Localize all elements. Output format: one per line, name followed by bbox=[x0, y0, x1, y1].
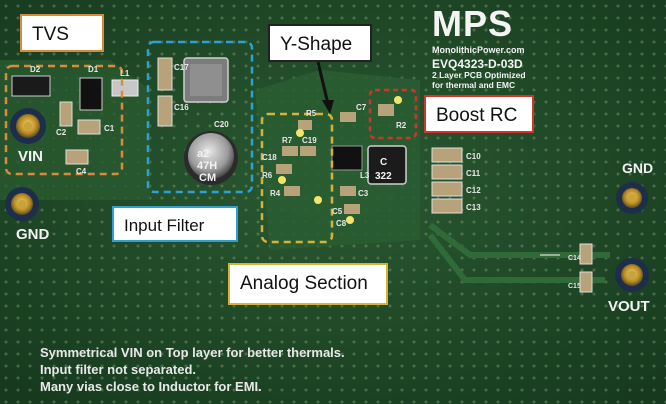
refdes-c4: C4 bbox=[76, 167, 87, 176]
refdes-c18: C18 bbox=[262, 153, 277, 162]
board-description-2: for thermal and EMC bbox=[432, 79, 516, 90]
cap-c14 bbox=[579, 243, 593, 265]
vout-terminal bbox=[615, 258, 649, 292]
cap-marking-2: 47H bbox=[197, 160, 218, 172]
notes: Symmetrical VIN on Top layer for better … bbox=[40, 344, 345, 395]
refdes-d1: D1 bbox=[88, 65, 99, 74]
resistor-r6 bbox=[276, 164, 292, 174]
vout-trace-1 bbox=[428, 222, 610, 258]
board-description-1: 2 Layer PCB Optimized bbox=[432, 70, 526, 80]
inductor-marking-2: 322 bbox=[375, 171, 392, 182]
cap-c16 bbox=[157, 95, 173, 127]
analog-section-callout: Analog Section bbox=[228, 263, 388, 305]
cap-c15 bbox=[579, 271, 593, 293]
inductor-input-top bbox=[190, 64, 222, 96]
note-line: Input filter not separated. bbox=[40, 362, 197, 377]
diode-d2 bbox=[11, 75, 51, 97]
cap-marking-1: a2 bbox=[197, 148, 210, 160]
boost-rc-region-box bbox=[368, 88, 418, 140]
mps-logo: MPS bbox=[432, 3, 514, 44]
inductor-l1 bbox=[111, 79, 139, 97]
gnd-right-label: GND bbox=[622, 160, 654, 176]
test-point-1 bbox=[296, 129, 304, 137]
tvs-region-box bbox=[4, 64, 124, 176]
refdes-c1: C1 bbox=[104, 124, 115, 133]
resistor-r4 bbox=[284, 186, 300, 196]
gnd-left-terminal bbox=[5, 187, 39, 221]
ic-converter bbox=[331, 145, 363, 171]
refdes-c15: C15 bbox=[568, 283, 581, 290]
refdes-l1: L1 bbox=[120, 69, 130, 78]
analog-region-box bbox=[260, 112, 334, 244]
cap-c19 bbox=[300, 146, 316, 156]
vin-terminal bbox=[10, 108, 46, 144]
refdes-c14: C14 bbox=[568, 255, 581, 262]
refdes-c20: C20 bbox=[214, 120, 229, 129]
refdes-r5: R5 bbox=[306, 109, 317, 118]
y-shape-arrowhead bbox=[322, 100, 334, 114]
refdes-r6: R6 bbox=[262, 171, 273, 180]
company-url: MonolithicPower.com bbox=[432, 45, 525, 55]
tvs-callout: TVS bbox=[20, 14, 104, 52]
cap-c3 bbox=[340, 186, 356, 196]
gnd-right-terminal bbox=[616, 182, 648, 214]
cap-c2 bbox=[59, 101, 73, 127]
cap-c13 bbox=[431, 198, 463, 214]
resistor-boost bbox=[378, 104, 394, 116]
test-point-5 bbox=[394, 96, 402, 104]
note-line: Symmetrical VIN on Top layer for better … bbox=[40, 345, 345, 360]
refdes-c7: C7 bbox=[356, 103, 367, 112]
cap-c11 bbox=[431, 164, 463, 180]
refdes-c11: C11 bbox=[466, 169, 481, 178]
refdes-r2: R2 bbox=[396, 121, 407, 130]
refdes-l3: L3 bbox=[360, 171, 370, 180]
test-point-2 bbox=[278, 176, 286, 184]
vout-label: VOUT bbox=[608, 298, 650, 315]
refdes-c13: C13 bbox=[466, 203, 481, 212]
refdes-d2: D2 bbox=[30, 65, 41, 74]
resistor-r5 bbox=[298, 120, 312, 130]
refdes-c2: C2 bbox=[56, 128, 67, 137]
input-filter-callout: Input Filter bbox=[112, 206, 238, 242]
boost-rc-callout: Boost RC bbox=[424, 95, 534, 133]
input-filter-region-box bbox=[146, 40, 254, 194]
board-marking: MPS MonolithicPower.com EVQ4323-D-03D 2 … bbox=[432, 6, 572, 91]
refdes-r7: R7 bbox=[282, 136, 293, 145]
inductor-l3 bbox=[367, 145, 407, 185]
refdes-c10: C10 bbox=[466, 152, 481, 161]
board-id: EVQ4323-D-03D bbox=[432, 57, 523, 71]
y-shape-callout: Y-Shape bbox=[268, 24, 372, 62]
refdes-c12: C12 bbox=[466, 186, 481, 195]
refdes-c5: C5 bbox=[332, 207, 343, 216]
cap-c1 bbox=[77, 119, 101, 135]
vin-label: VIN bbox=[18, 148, 44, 165]
cap-c5 bbox=[344, 204, 360, 214]
note-line: Many vias close to Inductor for EMI. bbox=[40, 379, 262, 394]
test-point-4 bbox=[346, 216, 354, 224]
cap-c17 bbox=[157, 57, 173, 91]
inductor-marking-1: C bbox=[380, 157, 388, 168]
refdes-r4: R4 bbox=[270, 189, 281, 198]
cap-marking-3: CM bbox=[199, 172, 217, 184]
refdes-c8: C8 bbox=[336, 219, 347, 228]
resistor-r7 bbox=[282, 146, 298, 156]
vout-trace-2 bbox=[427, 233, 605, 283]
test-point-3 bbox=[314, 196, 322, 204]
refdes-c19: C19 bbox=[302, 136, 317, 145]
electrolytic-cap-c20 bbox=[184, 131, 238, 185]
refdes-c3: C3 bbox=[358, 189, 369, 198]
refdes-c16: C16 bbox=[174, 103, 189, 112]
refdes-c17: C17 bbox=[174, 63, 189, 72]
cap-c10 bbox=[431, 147, 463, 163]
cap-c7 bbox=[340, 112, 356, 122]
cap-c4 bbox=[65, 149, 89, 165]
diode-d1 bbox=[79, 77, 103, 111]
y-shape-arrow bbox=[316, 61, 330, 105]
gnd-left-label: GND bbox=[16, 226, 50, 243]
cap-c12 bbox=[431, 181, 463, 197]
